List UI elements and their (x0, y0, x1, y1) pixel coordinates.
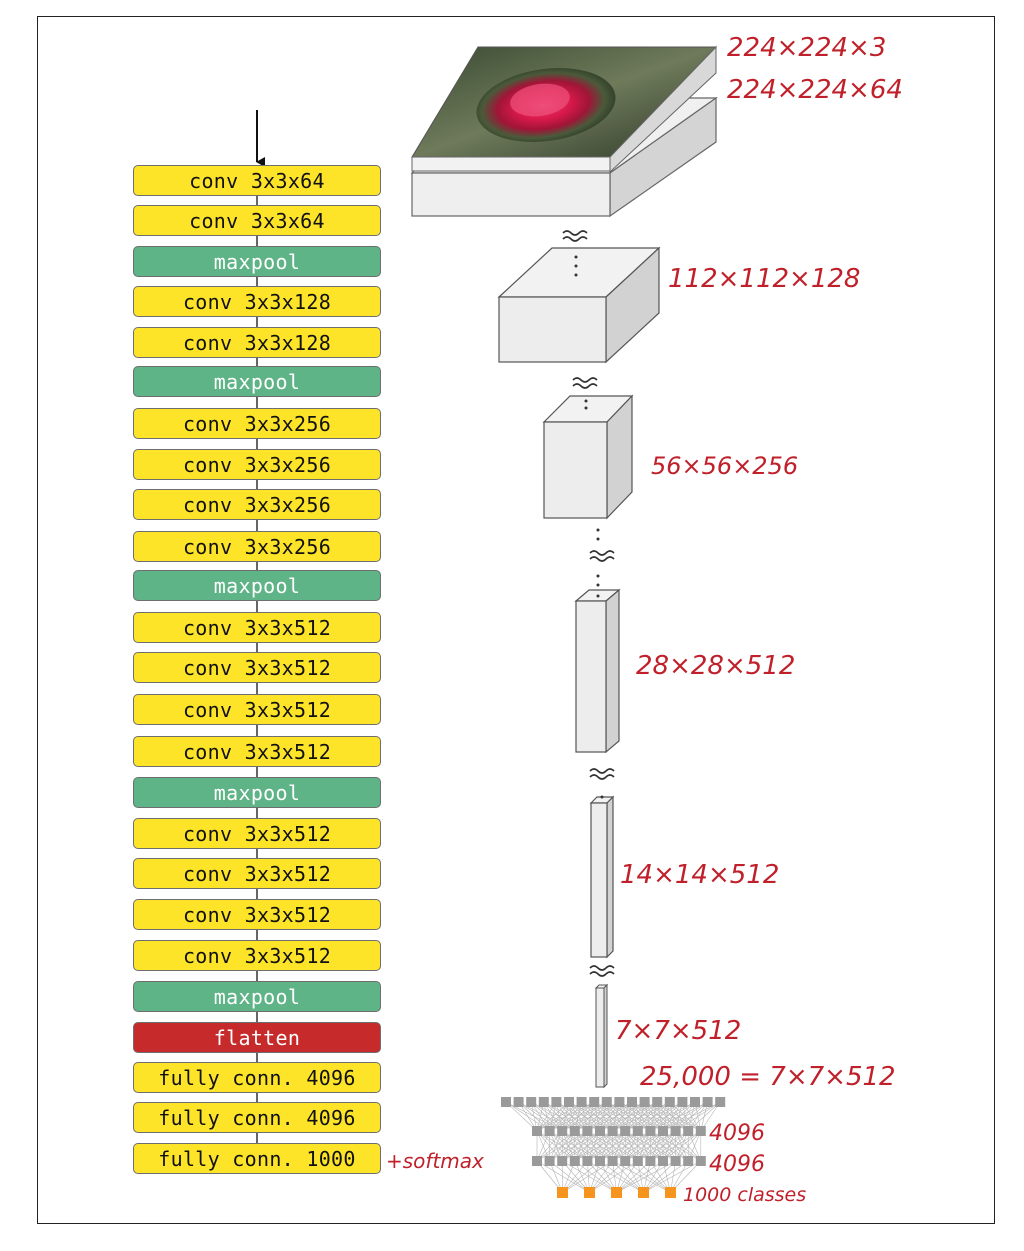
fc-node (620, 1156, 630, 1166)
label-224x224x64: 224×224×64 (727, 75, 903, 105)
fc-node (532, 1156, 542, 1166)
fc-node (696, 1156, 706, 1166)
fc-node (696, 1126, 706, 1136)
fc-node (589, 1097, 599, 1107)
fc-node (532, 1126, 542, 1136)
label-112x112x128: 112×112×128 (668, 264, 860, 294)
fc-node (595, 1156, 605, 1166)
fc-node (539, 1097, 549, 1107)
fc-node (671, 1156, 681, 1166)
fc-node (645, 1126, 655, 1136)
output-node (557, 1187, 568, 1198)
fc-node (620, 1126, 630, 1136)
fc-node (715, 1097, 725, 1107)
label-224x224x3: 224×224×3 (727, 33, 886, 63)
fc-node (602, 1097, 612, 1107)
fc-node (557, 1156, 567, 1166)
volume-112x112x128 (499, 248, 659, 362)
output-node (584, 1187, 595, 1198)
fc-node (514, 1097, 524, 1107)
label-fc1: 4096 (709, 1121, 765, 1146)
fc-node (570, 1156, 580, 1166)
fc-node (551, 1097, 561, 1107)
fc-node (703, 1097, 713, 1107)
label-output-classes: 1000 classes (683, 1184, 806, 1206)
fc-node (501, 1097, 511, 1107)
label-28x28x512: 28×28×512 (636, 651, 795, 681)
fc-node (658, 1126, 668, 1136)
fc-node (582, 1156, 592, 1166)
fc-node (683, 1156, 693, 1166)
fc-node (608, 1156, 618, 1166)
fc-node (608, 1126, 618, 1136)
fc-node (570, 1126, 580, 1136)
label-14x14x512: 14×14×512 (620, 860, 779, 890)
label-7x7x512: 7×7×512 (615, 1016, 741, 1046)
fc-node (557, 1126, 567, 1136)
fc-node (652, 1097, 662, 1107)
fc-node (690, 1097, 700, 1107)
fc-node (640, 1097, 650, 1107)
fc-node (564, 1097, 574, 1107)
fc-node (671, 1126, 681, 1136)
fc-node (658, 1156, 668, 1166)
fc-node (595, 1126, 605, 1136)
fc-node (614, 1097, 624, 1107)
label-fc2: 4096 (709, 1152, 765, 1177)
fc-node (633, 1126, 643, 1136)
fc-node (545, 1156, 555, 1166)
fc-node (645, 1156, 655, 1166)
fc-node (582, 1126, 592, 1136)
fc-network (501, 1097, 725, 1198)
fc-node (526, 1097, 536, 1107)
flatten-note: 25,000 = 7×7×512 (640, 1062, 896, 1092)
fc-node (683, 1126, 693, 1136)
output-node (611, 1187, 622, 1198)
output-node (638, 1187, 649, 1198)
fc-node (627, 1097, 637, 1107)
label-56x56x256: 56×56×256 (651, 452, 798, 480)
volume-56x56x256 (544, 396, 632, 518)
volume-7x7x512 (596, 985, 607, 1087)
volume-14x14x512 (591, 797, 613, 957)
volume-28x28x512 (576, 590, 619, 752)
output-node (665, 1187, 676, 1198)
fc-node (633, 1156, 643, 1166)
fc-node (677, 1097, 687, 1107)
fc-node (545, 1126, 555, 1136)
fc-node (577, 1097, 587, 1107)
fc-node (665, 1097, 675, 1107)
